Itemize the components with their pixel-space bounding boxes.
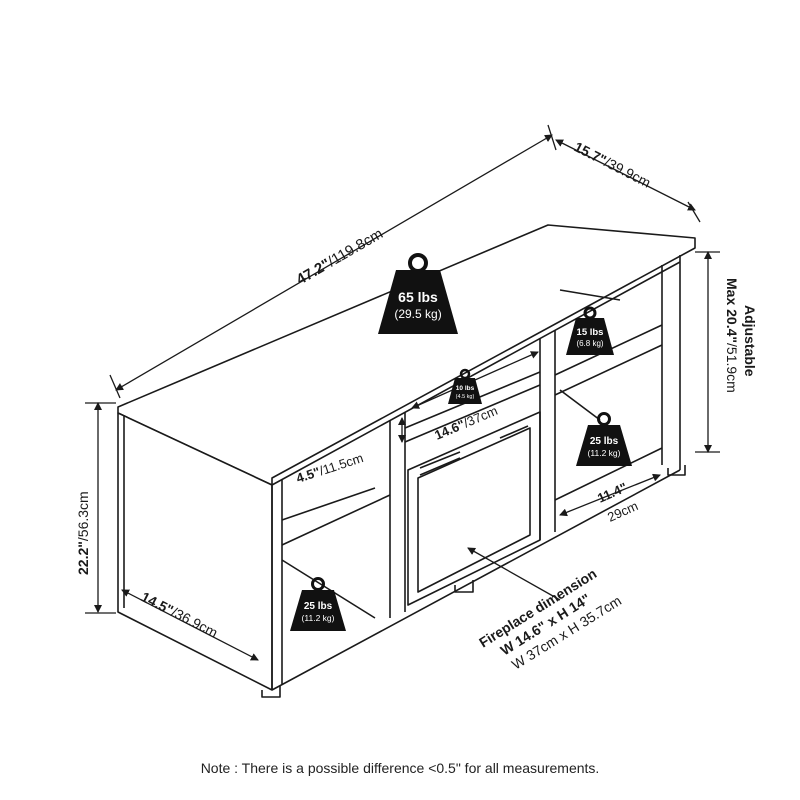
weight-right-lower-lbs: 25 lbs (590, 436, 619, 447)
shelf-depth-cm-label: 29cm (605, 498, 640, 525)
width-ext-right (547, 124, 557, 151)
fireplace-pointer (467, 547, 561, 601)
weight-right-lower-kg: (11.2 kg) (588, 448, 621, 458)
depth-label: 15.7"/39.9cm (572, 138, 654, 190)
svg-text:29cm: 29cm (605, 498, 640, 525)
fireplace-inner (417, 427, 531, 593)
weight-right-upper-lbs: 15 lbs (577, 327, 604, 338)
feet (261, 465, 686, 698)
weight-icon-right-upper: 15 lbs (6.8 kg) (566, 306, 614, 355)
weight-top-lbs: 65 lbs (398, 289, 438, 305)
weight-icon-left-lower: 25 lbs (11.2 kg) (290, 577, 346, 631)
weight-top-kg: (29.5 kg) (394, 307, 441, 321)
side-depth-dimension-line (121, 589, 259, 661)
width-dimension-line (115, 134, 553, 391)
insert-width-label: 14.6"/37cm (432, 403, 499, 443)
weight-icon-center: 10 lbs (4.5 kg) (448, 368, 482, 404)
fireplace-insert (407, 411, 541, 606)
weight-icon-right-lower: 25 lbs (11.2 kg) (576, 412, 632, 466)
width-label: 47.2"/119.8cm (294, 225, 386, 288)
height-label: 22.2"/56.3cm (75, 491, 91, 575)
weight-left-lower-lbs: 25 lbs (304, 601, 333, 612)
shelf-depth-dimension-line (559, 473, 661, 517)
fireplace-label: Fireplace dimension W 14.6" x H 14" W 37… (476, 565, 624, 672)
depth-ext-right (687, 201, 701, 223)
weight-center-lbs: 10 lbs (456, 385, 475, 392)
adjustable-label: Adjustable (742, 305, 758, 377)
adjustable-value-label: Max 20.4"/51.9cm (724, 278, 740, 393)
weight-icon-top: 65 lbs (29.5 kg) (378, 253, 458, 334)
weight-right-upper-kg: (6.8 kg) (576, 339, 603, 348)
weight-left-lower-kg: (11.2 kg) (302, 613, 335, 623)
measurement-note: Note : There is a possible difference <0… (200, 760, 600, 776)
fireplace-vents (419, 425, 529, 476)
svg-text:14.6"/37cm: 14.6"/37cm (432, 403, 499, 443)
back-recess-lines (281, 289, 621, 619)
left-shelf (281, 487, 391, 546)
weight-center-kg: (4.5 kg) (456, 394, 475, 400)
width-ext-left (109, 374, 121, 399)
dimension-lines (85, 124, 720, 661)
svg-text:15.7"/39.9cm: 15.7"/39.9cm (572, 138, 654, 190)
svg-text:22.2"/56.3cm: 22.2"/56.3cm (75, 491, 91, 575)
svg-text:47.2"/119.8cm: 47.2"/119.8cm (294, 225, 386, 288)
svg-text:Adjustable: Adjustable (742, 305, 758, 377)
svg-text:Max 20.4"/51.9cm: Max 20.4"/51.9cm (724, 278, 740, 393)
depth-dimension-line (555, 139, 696, 211)
